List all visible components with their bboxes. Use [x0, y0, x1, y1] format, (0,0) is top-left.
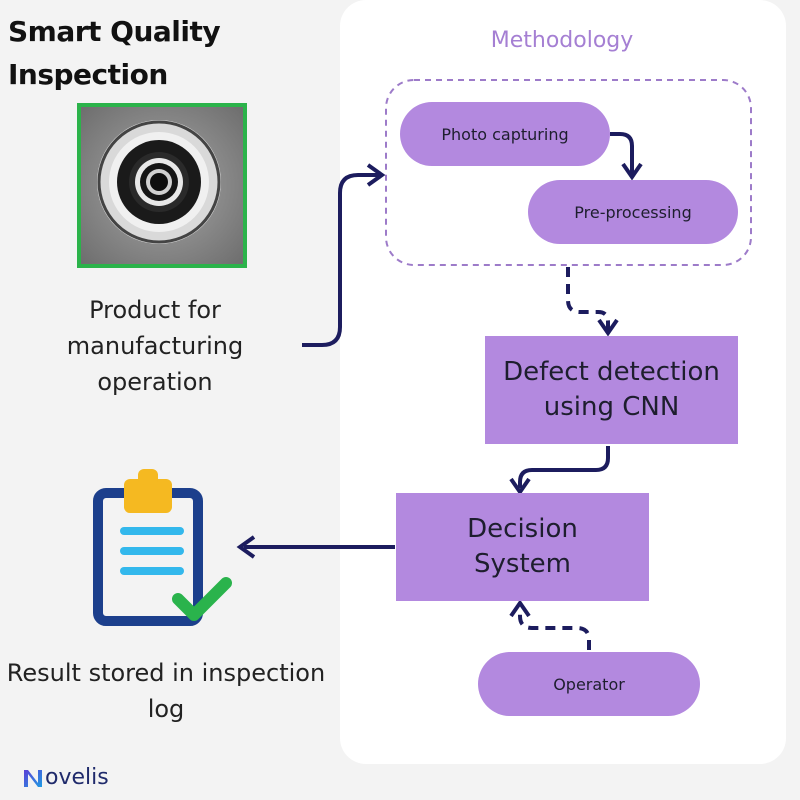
result-label: Result stored in inspection log	[6, 659, 326, 723]
arrow-capture-to-preprocess	[610, 132, 634, 174]
arrow-product-to-methodology	[302, 173, 380, 347]
defect-detection-label: Defect detection using CNN	[503, 357, 720, 422]
clipboard-check-icon	[93, 469, 232, 626]
novelis-n-logo-icon	[24, 769, 42, 787]
methodology-title: Methodology	[490, 28, 634, 53]
product-label: Product for manufacturing operation	[66, 296, 244, 396]
decision-system-label: Decision System	[467, 514, 578, 579]
operator-step: Operator	[478, 652, 700, 716]
arrow-defect-to-decision	[518, 446, 610, 488]
photo-capturing-step: Photo capturing	[400, 102, 610, 166]
arrow-methodology-to-defect	[566, 267, 610, 330]
page-title: Smart Quality Inspection	[8, 15, 221, 91]
logo-text: ovelis	[45, 765, 109, 790]
pre-processing-step: Pre-processing	[528, 180, 738, 244]
product-photo	[77, 103, 247, 268]
decision-system-step: Decision System	[396, 493, 649, 601]
arrow-operator-to-decision	[518, 608, 591, 650]
defect-detection-step: Defect detection using CNN	[485, 336, 738, 444]
novelis-logo: ovelis	[22, 765, 109, 790]
methodology-group-border	[385, 79, 752, 266]
